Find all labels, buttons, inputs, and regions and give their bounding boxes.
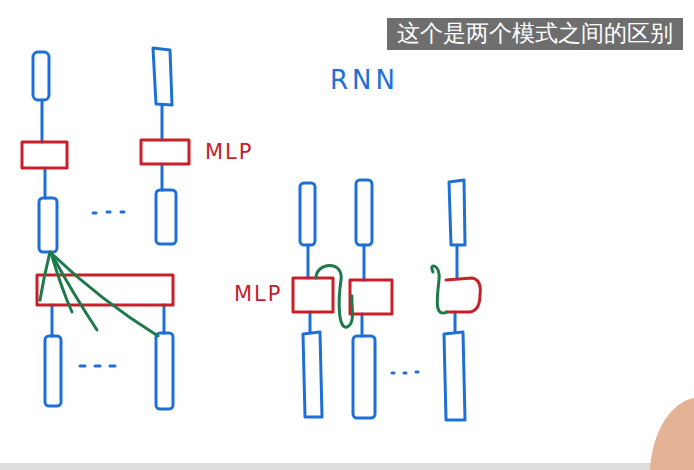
link-line — [161, 164, 164, 190]
ellipsis-dot — [416, 371, 418, 374]
rnn-layers — [293, 278, 480, 314]
vector-bar — [33, 52, 49, 100]
subtitle-caption: 这个是两个模式之间的区别 — [387, 18, 683, 50]
vector-bar — [45, 336, 61, 406]
link-line — [361, 314, 364, 336]
layer-label: MLP — [205, 141, 253, 164]
ellipsis-dot — [404, 372, 406, 375]
vector-bar — [39, 198, 57, 252]
ellipsis-dot — [121, 211, 124, 214]
vector-bar — [300, 183, 315, 245]
connection-line — [52, 254, 158, 336]
mlp-vectors — [33, 48, 176, 409]
link-line — [307, 245, 310, 278]
layer-box — [22, 142, 67, 168]
link-line — [363, 245, 366, 280]
layer-box — [293, 278, 333, 312]
vector-bar — [356, 180, 372, 245]
layer-box — [141, 140, 189, 164]
recurrent-link — [316, 266, 353, 328]
connection-line — [40, 252, 50, 300]
mlp-layers — [22, 140, 189, 305]
link-line — [161, 105, 164, 140]
ellipsis-dash — [95, 365, 100, 368]
link-line — [44, 168, 47, 198]
ellipsis-dash — [110, 365, 115, 368]
link-line — [309, 312, 312, 332]
ellipsis-dash — [80, 365, 85, 368]
presenter-face — [650, 398, 694, 470]
link-line — [454, 312, 457, 332]
layer-box — [350, 280, 392, 314]
link-line — [51, 305, 54, 336]
ellipsis-dot — [107, 211, 110, 214]
mlp-connections — [40, 252, 158, 336]
ellipsis-dot — [93, 212, 96, 215]
vector-bar — [156, 190, 176, 244]
link-line — [456, 245, 459, 278]
vector-bar — [353, 336, 375, 418]
model-title: RNN — [330, 66, 399, 95]
vector-bar — [156, 333, 173, 409]
bottom-edge — [0, 463, 694, 470]
vector-bar — [303, 332, 322, 417]
connection-line — [51, 253, 97, 330]
link-line — [163, 305, 166, 333]
rnn-recurrence — [316, 266, 447, 328]
link-line — [41, 100, 44, 142]
vector-bar — [444, 332, 465, 420]
layer-box — [446, 278, 480, 312]
recurrent-link — [432, 266, 447, 313]
vector-bar — [449, 180, 465, 245]
layer-label: MLP — [234, 283, 282, 306]
rnn-vectors — [300, 180, 465, 420]
vector-bar — [153, 48, 172, 105]
ellipsis-dot — [392, 372, 394, 375]
